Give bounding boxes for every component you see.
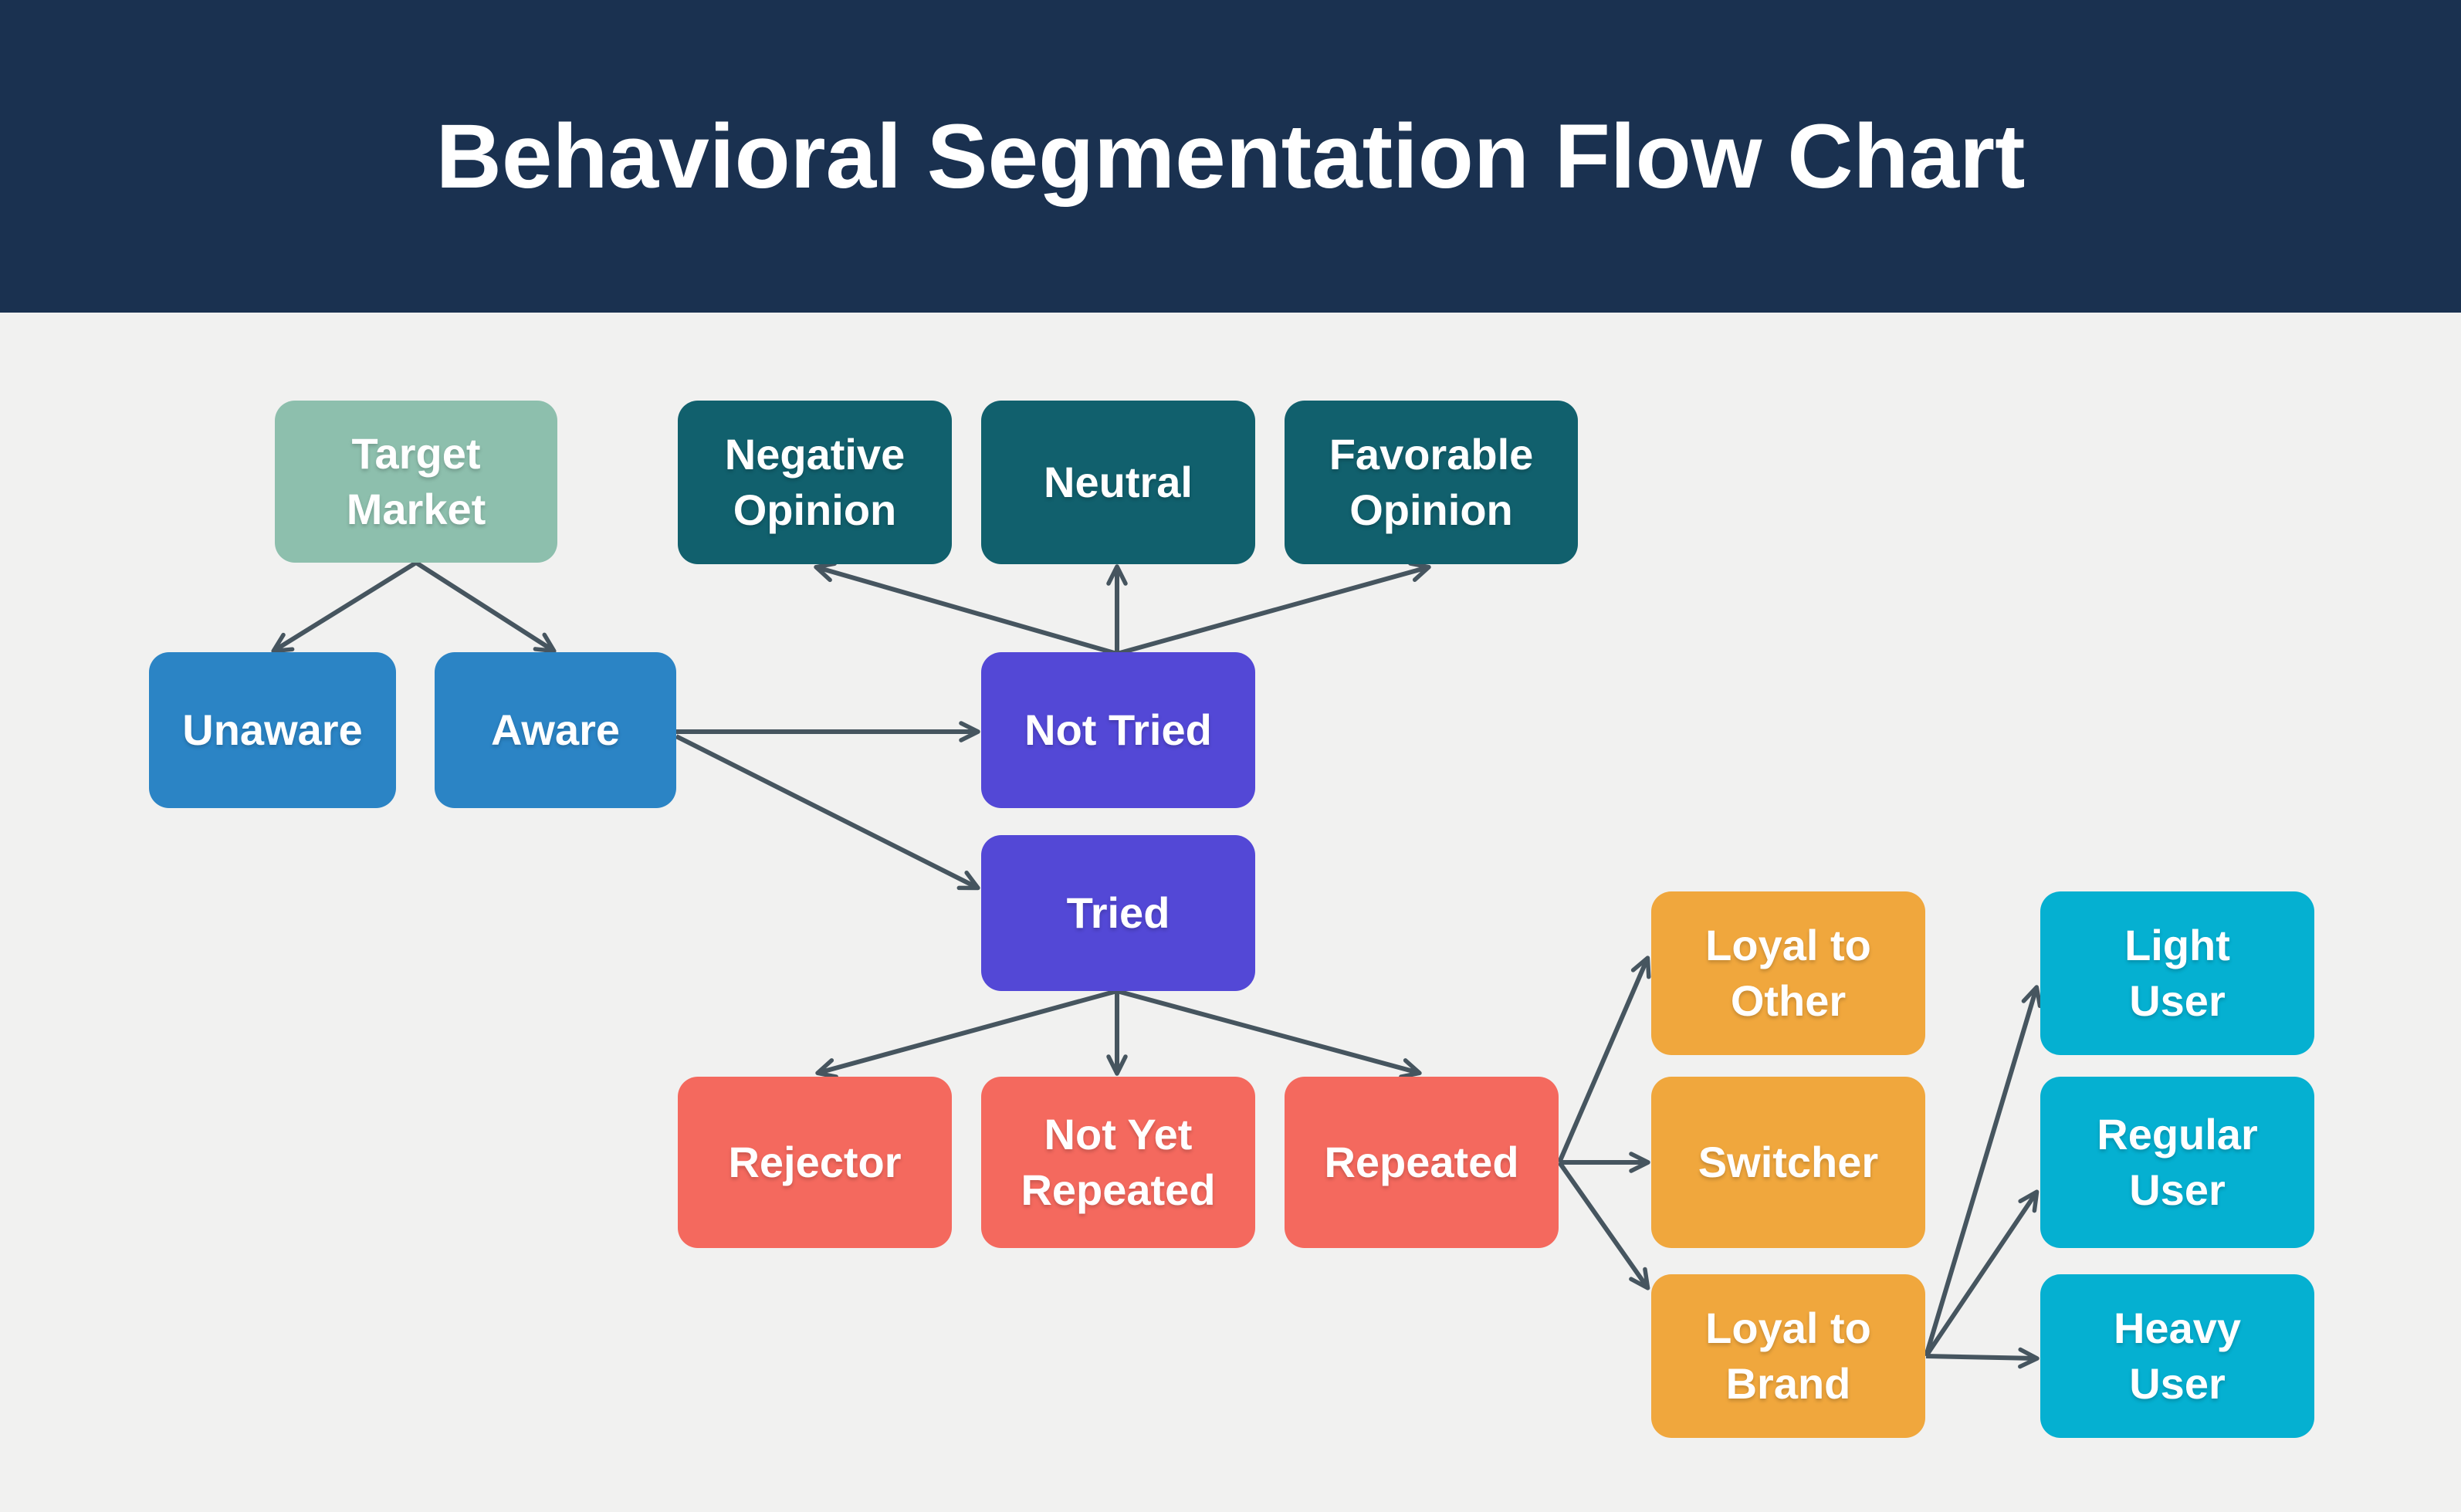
edge-aware-to-tried [675, 734, 980, 891]
node-not-tried: Not Tried [981, 652, 1255, 808]
edge-tried-to-repeated [1116, 989, 1422, 1079]
node-negative-opinion: Negative Opinion [678, 401, 952, 564]
edge-repeated-to-loyal-to-brand [1557, 1161, 1650, 1290]
node-loyal-to-other: Loyal to Other [1651, 891, 1925, 1055]
node-light-user: Light User [2040, 891, 2314, 1055]
node-rejector: Rejector [678, 1077, 952, 1248]
edge-target-market-to-aware [415, 560, 557, 654]
edge-loyal-to-brand-to-regular-user [1924, 1189, 2040, 1358]
edge-not-tried-to-negative-opinion [814, 561, 1118, 656]
node-repeated-label: Repeated [1324, 1138, 1519, 1187]
node-repeated: Repeated [1285, 1077, 1559, 1248]
node-light-user-label: Light User [2124, 921, 2230, 1025]
edge-target-market-to-unaware [271, 560, 418, 654]
edge-loyal-to-brand-to-light-user [1924, 985, 2043, 1357]
node-target-market-label: Target Market [346, 429, 486, 533]
edge-tried-to-rejector [815, 989, 1118, 1079]
edge-not-tried-to-favorable-opinion [1116, 561, 1431, 656]
node-tried: Tried [981, 835, 1255, 991]
node-unaware: Unaware [149, 652, 396, 808]
node-loyal-to-brand: Loyal to Brand [1651, 1274, 1925, 1438]
node-neutral: Neutral [981, 401, 1255, 564]
node-loyal-to-other-label: Loyal to Other [1705, 921, 1871, 1025]
node-aware-label: Aware [490, 705, 621, 755]
node-favorable-opinion-label: Favorable Opinion [1329, 430, 1534, 534]
node-switcher-label: Switcher [1698, 1138, 1879, 1187]
node-not-tried-label: Not Tried [1024, 705, 1212, 755]
node-regular-user: Regular User [2040, 1077, 2314, 1248]
node-rejector-label: Rejector [728, 1138, 902, 1187]
node-heavy-user-label: Heavy User [2113, 1304, 2242, 1408]
node-unaware-label: Unaware [182, 705, 363, 755]
node-tried-label: Tried [1066, 888, 1170, 938]
edge-loyal-to-brand-to-heavy-user [1925, 1347, 2040, 1369]
page-title: Behavioral Segmentation Flow Chart [435, 105, 2026, 208]
node-not-yet-repeated-label: Not Yet Repeated [1021, 1110, 1216, 1214]
node-target-market: Target Market [275, 401, 557, 563]
node-loyal-to-brand-label: Loyal to Brand [1705, 1304, 1871, 1408]
edge-repeated-to-loyal-to-other [1557, 956, 1651, 1164]
node-negative-opinion-label: Negative Opinion [724, 430, 906, 534]
node-favorable-opinion: Favorable Opinion [1285, 401, 1578, 564]
node-not-yet-repeated: Not Yet Repeated [981, 1077, 1255, 1248]
header-bar: Behavioral Segmentation Flow Chart [0, 0, 2461, 313]
node-aware: Aware [435, 652, 676, 808]
node-switcher: Switcher [1651, 1077, 1925, 1248]
node-heavy-user: Heavy User [2040, 1274, 2314, 1438]
node-regular-user-label: Regular User [2097, 1110, 2258, 1214]
node-neutral-label: Neutral [1044, 458, 1193, 507]
